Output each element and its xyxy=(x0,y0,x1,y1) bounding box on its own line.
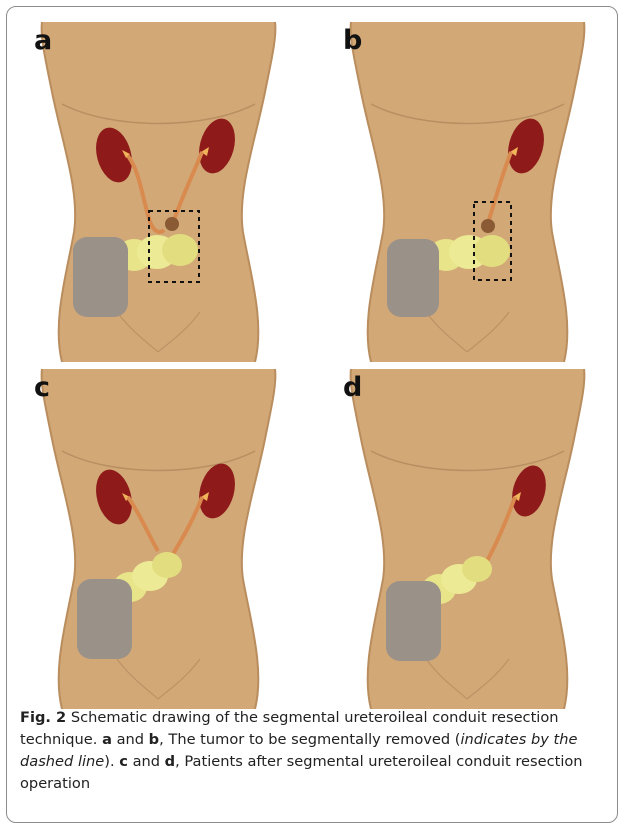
right-kidney xyxy=(90,466,137,529)
panel-b-illustration xyxy=(331,22,604,362)
panel-letter-a: a xyxy=(34,24,52,58)
right-ureter xyxy=(128,156,164,232)
stoma-bag xyxy=(77,579,132,659)
panel-d: d xyxy=(331,369,604,709)
caption-text-2: , The tumor to be segmentally removed ( xyxy=(159,731,460,748)
pelvis-line xyxy=(426,312,509,352)
caption-ref-b: b xyxy=(149,731,159,748)
left-ureter xyxy=(487,497,515,561)
left-kidney xyxy=(507,462,551,521)
caption-ref-a: a xyxy=(102,731,112,748)
pelvis-line xyxy=(117,312,200,352)
figure-container: a b xyxy=(6,6,618,823)
panel-letter-b: b xyxy=(343,24,362,58)
left-ureter xyxy=(489,152,511,220)
panel-c-illustration xyxy=(22,369,295,709)
panel-a-illustration xyxy=(22,22,295,362)
pelvis-line xyxy=(117,659,200,699)
panel-letter-d: d xyxy=(343,371,362,405)
panel-a: a xyxy=(22,22,295,362)
right-kidney xyxy=(90,124,137,187)
panel-c: c xyxy=(22,369,295,709)
left-kidney xyxy=(193,460,240,523)
pelvis-line xyxy=(426,659,509,699)
panel-letter-c: c xyxy=(34,371,50,405)
tumor xyxy=(165,217,179,231)
stoma-bag xyxy=(387,239,439,317)
caption-text-3: ). xyxy=(104,753,114,770)
left-ureter xyxy=(174,152,202,220)
figure-caption: Fig. 2 Schematic drawing of the segmenta… xyxy=(20,707,610,795)
left-kidney xyxy=(193,115,240,178)
caption-and-2: and xyxy=(133,753,160,770)
stoma-bag xyxy=(386,581,441,661)
figure-label: Fig. 2 xyxy=(20,709,66,726)
panel-b: b xyxy=(331,22,604,362)
panel-d-illustration xyxy=(331,369,604,709)
left-kidney xyxy=(502,115,549,178)
tumor xyxy=(481,219,495,233)
ileal-conduit xyxy=(428,235,510,271)
caption-and-1: and xyxy=(117,731,144,748)
left-ureter xyxy=(170,497,202,559)
stoma-bag xyxy=(73,237,128,317)
right-ureter xyxy=(128,497,158,551)
caption-ref-d: d xyxy=(165,753,175,770)
ileal-conduit xyxy=(116,234,198,271)
caption-ref-c: c xyxy=(119,753,128,770)
